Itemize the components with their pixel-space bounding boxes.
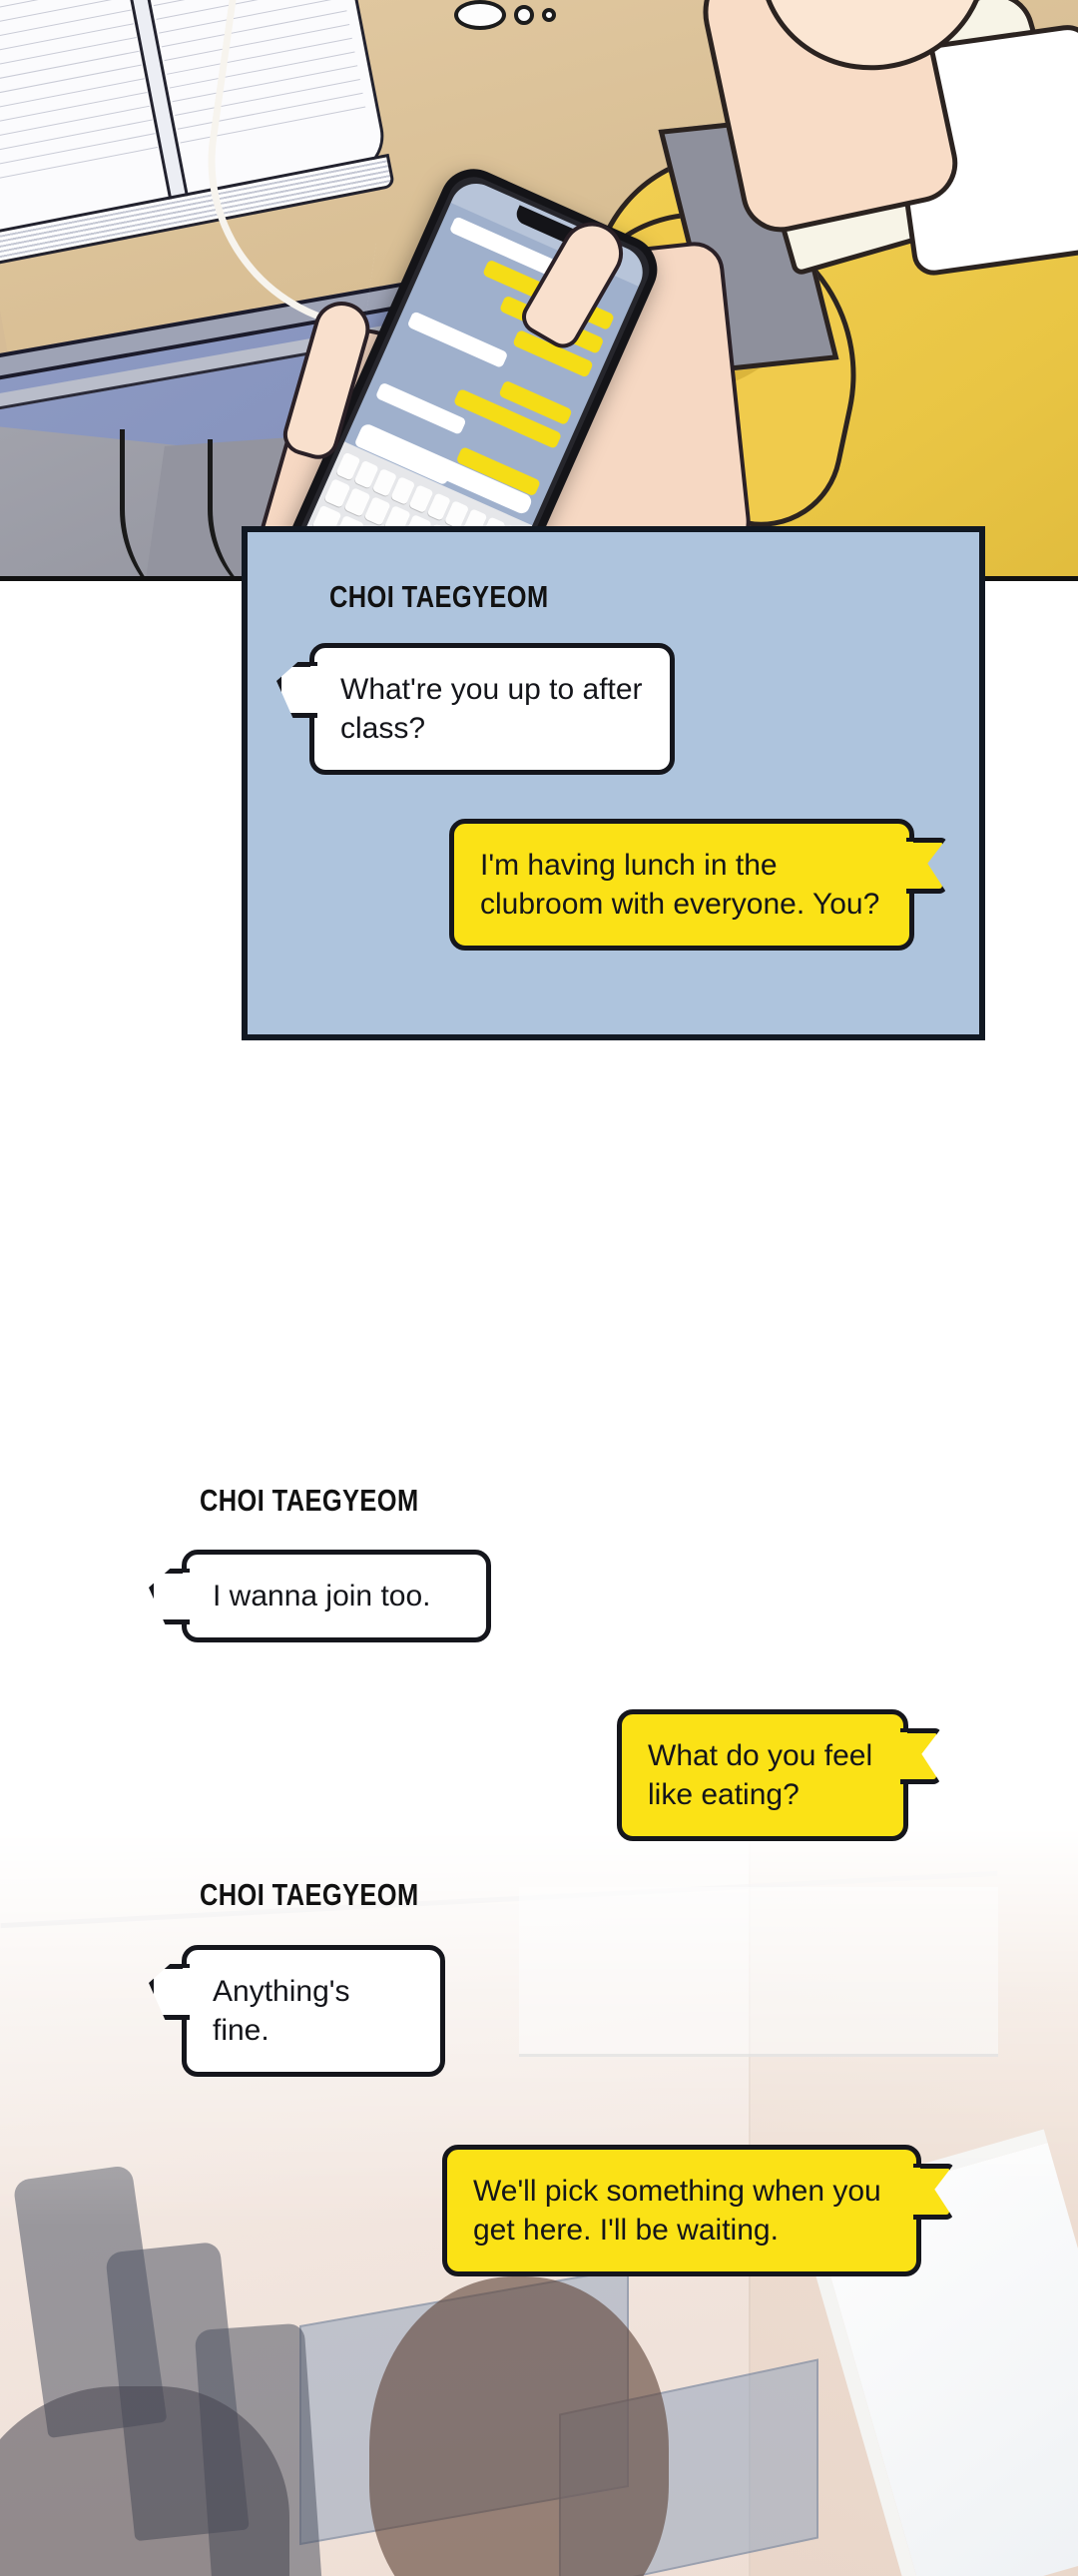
chair-outline-1 xyxy=(120,429,289,576)
chat-bubble-outgoing[interactable]: We'll pick something when you get here. … xyxy=(442,2145,921,2276)
chair-outline-2 xyxy=(208,439,337,576)
chat-panel-backdrop xyxy=(242,526,985,1040)
whiteboard xyxy=(519,1887,998,2057)
chat-bubble-outgoing[interactable]: What do you feel like eating? xyxy=(617,1709,908,1841)
student-head xyxy=(369,2276,669,2576)
chat-bubble-incoming[interactable]: What're you up to after class? xyxy=(309,643,675,775)
foreground-silhouette xyxy=(0,2386,289,2576)
sender-name-label: CHOI TAEGYEOM xyxy=(329,579,549,614)
chat-bubble-outgoing[interactable]: I'm having lunch in the clubroom with ev… xyxy=(449,819,914,951)
chat-bubble-incoming[interactable]: Anything's fine. xyxy=(182,1945,445,2077)
top-illustration-panel xyxy=(0,0,1078,581)
speech-dots-icon xyxy=(454,0,556,30)
sender-name-label: CHOI TAEGYEOM xyxy=(200,1483,419,1518)
sender-name-label: CHOI TAEGYEOM xyxy=(200,1877,419,1912)
chat-bubble-incoming[interactable]: I wanna join too. xyxy=(182,1550,491,1642)
